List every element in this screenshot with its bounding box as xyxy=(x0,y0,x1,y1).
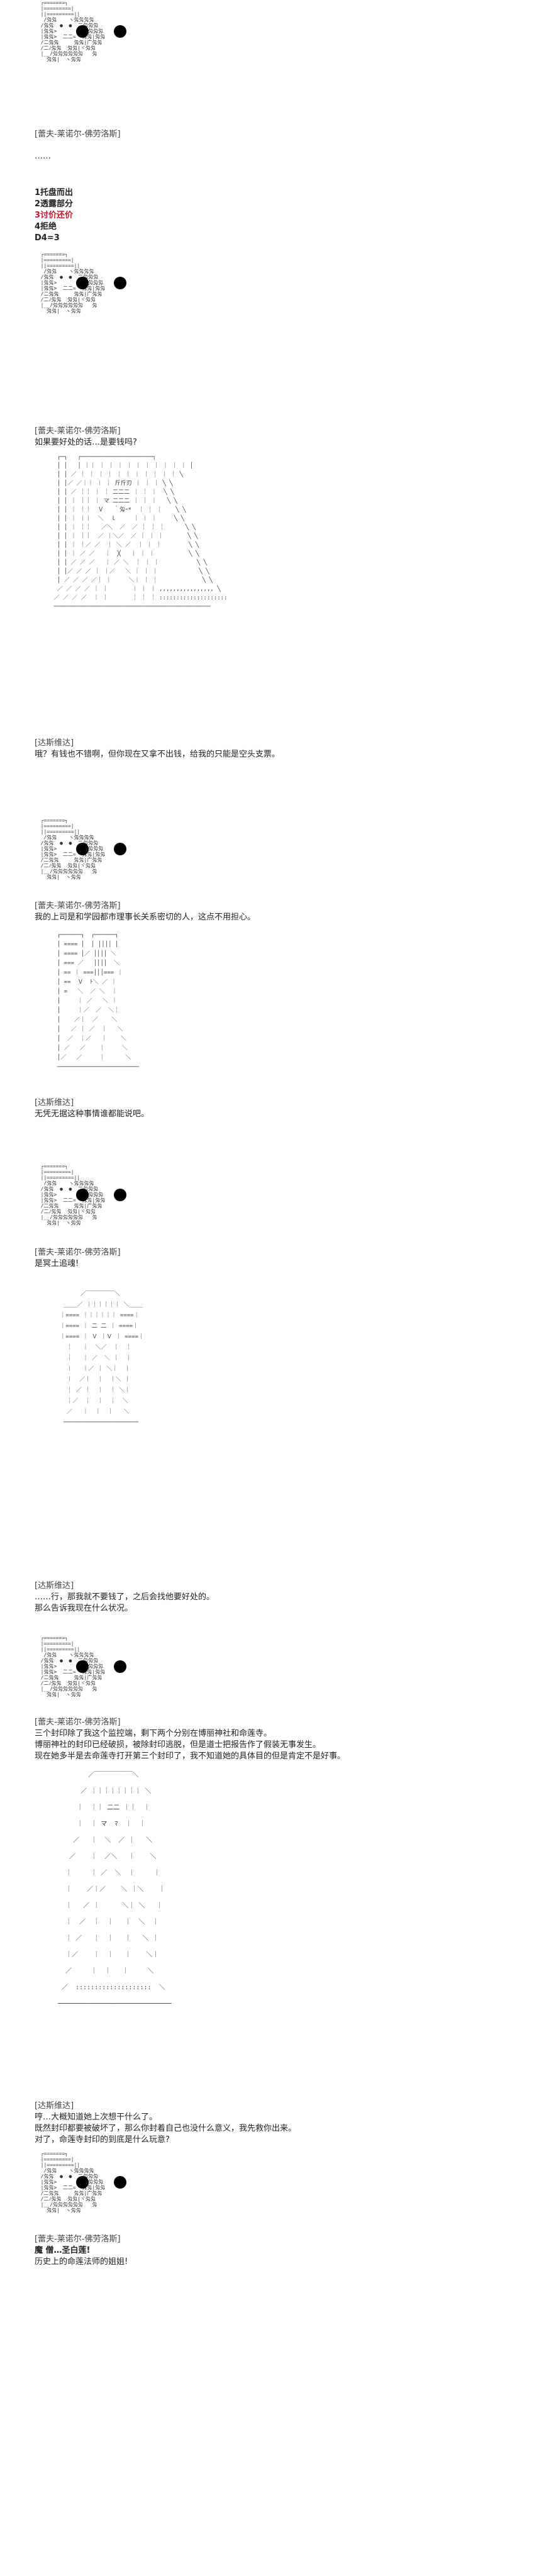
dialogue-line: 如果要好处的话…是要钱吗? xyxy=(35,438,137,447)
right-eye-icon xyxy=(114,277,126,289)
dialogue-line: 哼…大概知道她上次想干什么了。 xyxy=(35,2112,158,2122)
left-eye-icon xyxy=(76,25,89,38)
face-ascii-art-3: ┌=======┐ |=========| ||=========|| /匁匁 … xyxy=(35,818,179,896)
dialogue-line: 历史上的命莲法师的姐姐! xyxy=(35,2257,128,2267)
dialogue-line: …… xyxy=(35,152,51,161)
dialogue-line: 魔 僧…圣白莲! xyxy=(35,2246,91,2255)
left-eye-icon xyxy=(76,2176,89,2189)
choice-1: 1托盘而出 xyxy=(35,188,74,197)
dialogue-line: 三个封印除了我这个监控端，剩下两个分别在博丽神社和命莲寺。 xyxy=(35,1729,272,1738)
large-ascii-art-1: ┌─┐ ┌─────────────────────┐ │ │ │ ｜｜ ｜ ｜… xyxy=(53,454,228,610)
dialogue-line: 对了，命莲寺封印的到底是什么玩意? xyxy=(35,2135,170,2145)
choice-3: 3讨价还价 xyxy=(35,211,74,220)
dialogue-block-8: [蕾夫-莱诺尔-佛劳洛斯] 三个封印除了我这个监控端，剩下两个分别在博丽神社和命… xyxy=(35,1717,345,1762)
dialogue-block-10: [蕾夫-莱诺尔-佛劳洛斯] 魔 僧…圣白莲! 历史上的命莲法师的姐姐! xyxy=(35,2234,128,2268)
dialogue-line: ……行，那我就不要钱了，之后会找他要好处的。 xyxy=(35,1592,215,1602)
speaker-tag: [蕾夫-莱诺尔-佛劳洛斯] xyxy=(35,1718,121,1727)
face-aa-text: ┌=======┐ |=========| ||=========|| /匁匁 … xyxy=(40,818,106,880)
face-aa-text: ┌=======┐ |=========| ||=========|| /匁匁 … xyxy=(40,2151,106,2213)
dialogue-block-3: [达斯维达] 哦？有钱也不错啊，但你现在又拿不出钱，给我的只能是空头支票。 xyxy=(35,738,280,760)
dialogue-line: 博丽神社的封印已经破损，被除封印逃脱，但是道士把报告作了假装无事发生。 xyxy=(35,1740,321,1750)
right-eye-icon xyxy=(114,1660,126,1673)
right-eye-icon xyxy=(114,1189,126,1201)
choice-menu: 1托盘而出 2透露部分 3讨价还价 4拒绝 D4=3 xyxy=(35,187,73,244)
right-eye-icon xyxy=(114,25,126,38)
dialogue-line: 既然封印都要被破坏了，那么你封着自己也没什么意义，我先救你出来。 xyxy=(35,2124,297,2133)
dialogue-block-2: [蕾夫-莱诺尔-佛劳洛斯] 如果要好处的话…是要钱吗? xyxy=(35,426,137,448)
face-ascii-art-6: ┌=======┐ |=========| ||=========|| /匁匁 … xyxy=(35,2151,179,2229)
face-aa-text: ┌=======┐ |=========| ||=========|| /匁匁 … xyxy=(40,1635,106,1697)
left-eye-icon xyxy=(76,1189,89,1201)
speaker-tag: [蕾夫-莱诺尔-佛劳洛斯] xyxy=(35,2235,121,2244)
right-eye-icon xyxy=(114,2176,126,2189)
large-ascii-art-3: ／￣￣￣￣￣＼ ____／ ｜｜｜｜｜｜ ＼____ ｜==== ｜｜｜｜｜｜ … xyxy=(60,1291,144,1426)
speaker-tag: [蕾夫-莱诺尔-佛劳洛斯] xyxy=(35,426,121,436)
face-aa-text: ┌=======┐ |=========| ||=========|| /匁匁 … xyxy=(40,0,106,62)
dialogue-block-6: [蕾夫-莱诺尔-佛劳洛斯] 是冥土追魂! xyxy=(35,1247,121,1270)
speaker-tag: [蕾夫-莱诺尔-佛劳洛斯] xyxy=(35,130,121,139)
face-aa-text: ┌=======┐ |=========| ||=========|| /匁匁 … xyxy=(40,1163,106,1226)
dialogue-line: 现在她多半是去命莲寺打开第三个封印了，我不知道她的具体目的但是肯定不是好事。 xyxy=(35,1752,346,1761)
left-eye-icon xyxy=(76,1660,89,1673)
choice-2: 2透露部分 xyxy=(35,199,74,209)
large-ascii-art-2: ┌──────┐ ┌──────┐ │ ==== │ │ ││││ │ │ ==… xyxy=(57,932,139,1070)
dialogue-block-4: [蕾夫-莱诺尔-佛劳洛斯] 我的上司是和学园都市理事长关系密切的人，这点不用担心… xyxy=(35,901,255,923)
dialogue-block-7: [达斯维达] ……行，那我就不要钱了，之后会找他要好处的。 那么告诉我现在什么状… xyxy=(35,1580,214,1614)
dialogue-block-1b: …… xyxy=(35,151,51,162)
dialogue-line: 那么告诉我现在什么状况。 xyxy=(35,1604,133,1613)
speaker-tag: [达斯维达] xyxy=(35,2101,74,2111)
dialogue-line: 无凭无据这种事情谁都能说吧。 xyxy=(35,1109,150,1119)
dialogue-line: 哦？有钱也不错啊，但你现在又拿不出钱，给我的只能是空头支票。 xyxy=(35,750,281,759)
face-aa-text: ┌=======┐ |=========| ||=========|| /匁匁 … xyxy=(40,252,106,314)
face-ascii-art-1: ┌=======┐ |=========| ||=========|| /匁匁 … xyxy=(35,0,179,79)
right-eye-icon xyxy=(114,843,126,855)
speaker-tag: [达斯维达] xyxy=(35,1098,74,1108)
speaker-tag: [达斯维达] xyxy=(35,738,74,748)
dialogue-line: 是冥土追魂! xyxy=(35,1259,79,1269)
face-ascii-art-4: ┌=======┐ |=========| ||=========|| /匁匁 … xyxy=(35,1163,179,1242)
left-eye-icon xyxy=(76,277,89,289)
dialogue-block-9: [达斯维达] 哼…大概知道她上次想干什么了。 既然封印都要被破坏了，那么你封着自… xyxy=(35,2101,296,2146)
speaker-tag: [蕾夫-莱诺尔-佛劳洛斯] xyxy=(35,901,121,911)
dialogue-line: 我的上司是和学园都市理事长关系密切的人，这点不用担心。 xyxy=(35,913,256,922)
speaker-tag: [蕾夫-莱诺尔-佛劳洛斯] xyxy=(35,1248,121,1257)
face-ascii-art-5: ┌=======┐ |=========| ||=========|| /匁匁 … xyxy=(35,1635,179,1714)
dialogue-block-5: [达斯维达] 无凭无据这种事情谁都能说吧。 xyxy=(35,1097,149,1120)
speaker-tag: [达斯维达] xyxy=(35,1581,74,1591)
large-ascii-art-4: ／￣￣￣￣￣￣＼ ／ ｜｜｜｜｜｜｜｜ ＼ ｜ ｜｜ 二二 ｜｜ ｜ ｜ ｜ マ… xyxy=(58,1772,172,2007)
dialogue-block-1: [蕾夫-莱诺尔-佛劳洛斯] xyxy=(35,129,121,140)
left-eye-icon xyxy=(76,843,89,855)
dice-result: D4=3 xyxy=(35,233,60,243)
choice-4: 4拒绝 xyxy=(35,222,57,231)
face-ascii-art-2: ┌=======┐ |=========| ||=========|| /匁匁 … xyxy=(35,252,179,330)
